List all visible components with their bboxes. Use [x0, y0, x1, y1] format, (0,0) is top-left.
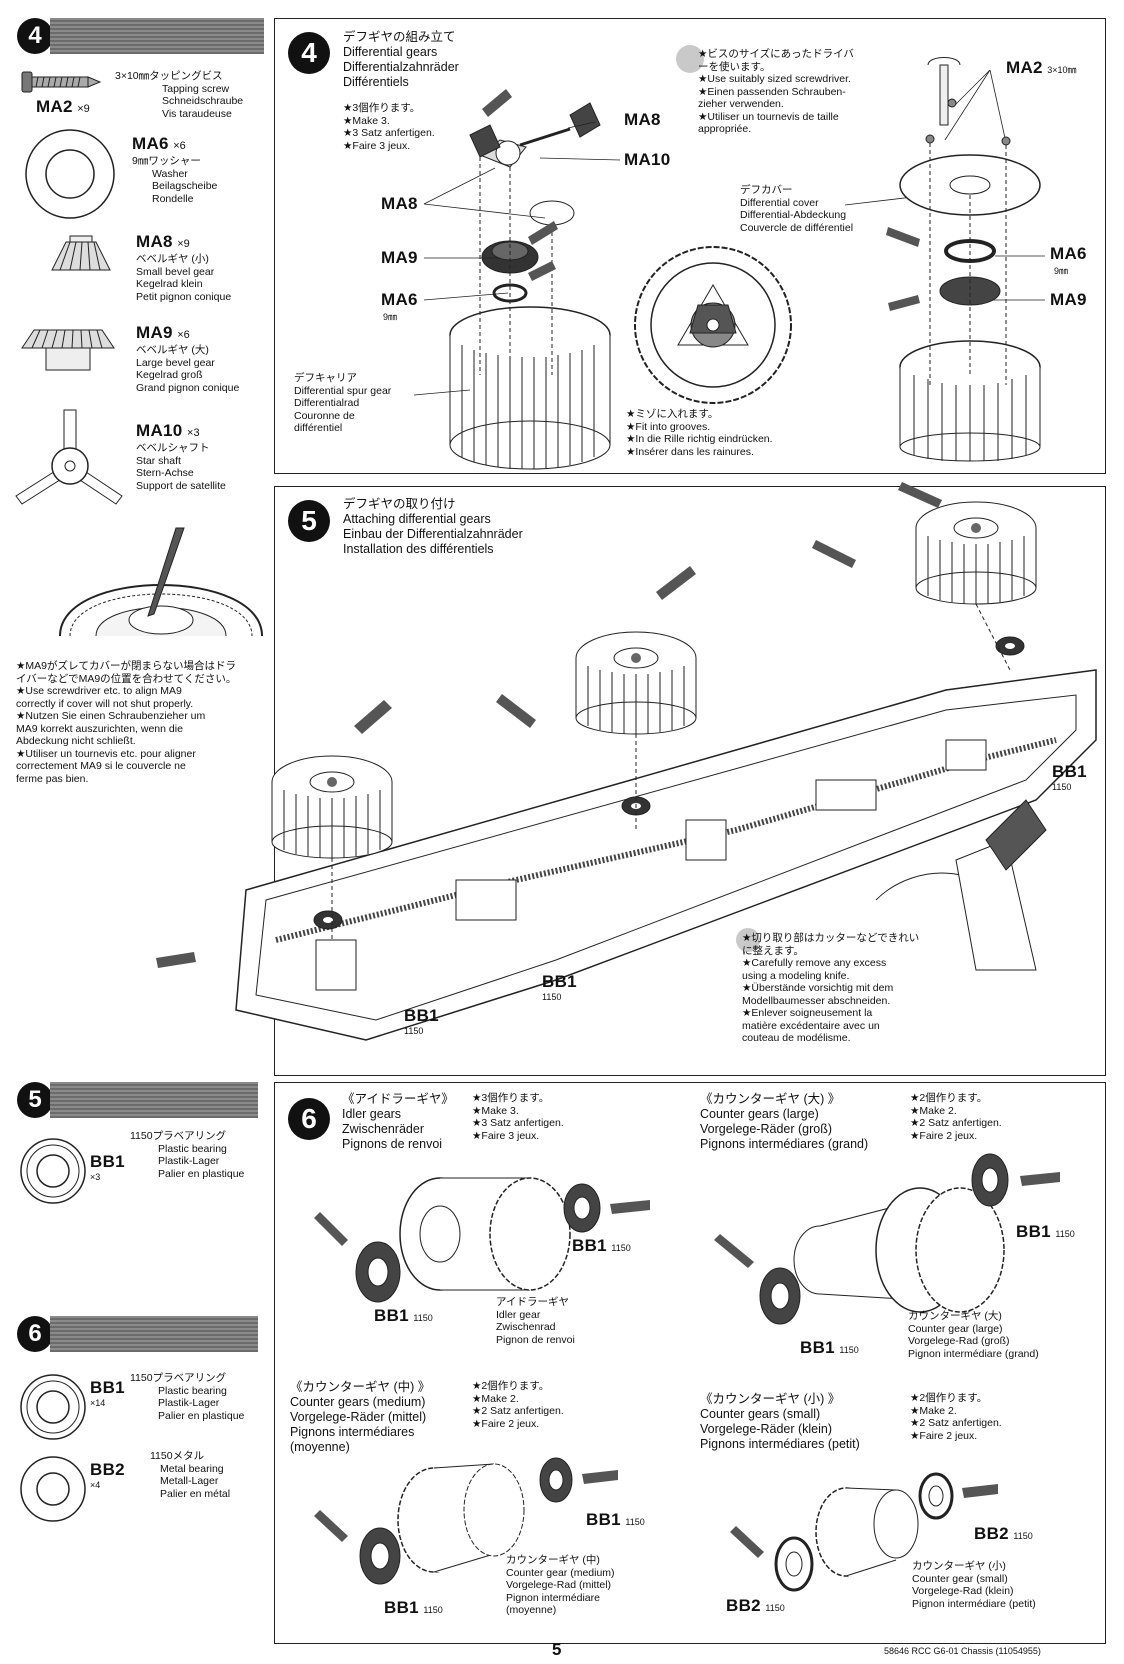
sidebar-step4-bar	[50, 18, 264, 54]
label-ma9-right: MA9	[1050, 290, 1087, 309]
sidebar-ma9-note: ★MA9がズレてカバーが閉まらない場合はドライバーなどでMA9の位置を合わせてく…	[16, 660, 237, 785]
ma8-code: MA8 ×9	[136, 232, 190, 251]
bb2-code-step6: BB2×4	[90, 1460, 125, 1490]
label-ma8-top: MA8	[624, 110, 661, 129]
step4-badge: 4	[288, 32, 330, 74]
label-ma6-right: MA6	[1050, 244, 1087, 263]
highlight-dot	[676, 45, 704, 73]
counter-medium-bb-right: BB1 1150	[586, 1510, 645, 1529]
step4-make: ★3個作ります。★Make 3. ★3 Satz anfertigen.★Fai…	[343, 102, 435, 152]
counter-large-part-label: カウンターギヤ (大)Counter gear (large) Vorgeleg…	[908, 1310, 1039, 1360]
label-ma6-right-size: 9㎜	[1054, 266, 1069, 276]
label-ma8-left: MA8	[381, 194, 418, 213]
page-number: 5	[552, 1640, 562, 1659]
counter-medium-title: 《カウンターギヤ (中) 》Counter gears (medium) Vor…	[290, 1380, 431, 1454]
counter-small-bb-left: BB2 1150	[726, 1596, 785, 1615]
screwdriver-align-illustration	[59, 527, 263, 637]
counter-large-make: ★2個作ります。★Make 2. ★2 Satz anfertigen.★Fai…	[910, 1092, 1002, 1142]
bb1-desc-step6: 1150プラベアリング Plastic bearing Plastik-Lage…	[130, 1372, 245, 1422]
grooves-note: ★ミゾに入れます。★Fit into grooves. ★In die Rill…	[626, 408, 773, 458]
label-ma6-size: 9㎜	[383, 312, 398, 322]
ma8-desc: ベベルギヤ (小)Small bevel gear Kegelrad klein…	[136, 253, 232, 303]
plastic-bearing-icon	[20, 1138, 86, 1204]
ma10-code: MA10 ×3	[136, 421, 200, 440]
screw-icon	[21, 71, 102, 93]
washer-icon	[25, 129, 115, 219]
counter-small-part-label: カウンターギヤ (小)Counter gear (small) Vorgeleg…	[912, 1560, 1036, 1610]
step6-badge: 6	[288, 1098, 330, 1140]
ma6-desc: 9㎜ワッシャー Washer Beilagscheibe Rondelle	[132, 155, 218, 205]
counter-small-drawing	[730, 1472, 998, 1592]
counter-large-drawing	[714, 1153, 1060, 1325]
sidebar-step6-badge: 6	[17, 1316, 53, 1352]
step4-diff-assembly-drawing	[449, 89, 611, 470]
knife-note: ★切り取り部はカッターなどできれいに整えます。 ★Carefully remov…	[742, 932, 920, 1044]
chassis-install-drawing	[156, 482, 1097, 1041]
counter-medium-make: ★2個作ります。★Make 2. ★2 Satz anfertigen.★Fai…	[472, 1380, 564, 1430]
bb1-desc-step5: 1150プラベアリング Plastic bearing Plastik-Lage…	[130, 1130, 245, 1180]
highlight-dot-knife	[736, 928, 760, 952]
counter-large-bb-right: BB1 1150	[1016, 1222, 1075, 1241]
idler-gear-drawing	[314, 1177, 650, 1303]
bb1-code-step5: BB1×3	[90, 1152, 125, 1182]
ma2-desc: 3×10㎜タッピングビス Tapping screw Schneidschrau…	[115, 70, 244, 120]
product-code: 58646 RCC G6-01 Chassis (11054955)	[884, 1646, 1041, 1656]
step4-cover-assembly-drawing	[886, 57, 1041, 462]
label-ma10: MA10	[624, 150, 671, 169]
step5-badge: 5	[288, 500, 330, 542]
idler-make: ★3個作ります。★Make 3. ★3 Satz anfertigen.★Fai…	[472, 1092, 564, 1142]
sidebar-step4-badge: 4	[17, 18, 53, 54]
counter-large-bb-left: BB1 1150	[800, 1338, 859, 1357]
plastic-bearing-icon-2	[20, 1374, 86, 1440]
sidebar-step5-bar	[50, 1082, 258, 1118]
counter-large-title: 《カウンターギヤ (大) 》Counter gears (large) Vorg…	[700, 1092, 869, 1151]
counter-small-title: 《カウンターギヤ (小) 》Counter gears (small) Vorg…	[700, 1392, 860, 1451]
ma2-code: MA2 ×9	[36, 97, 90, 116]
sidebar-step6-bar	[50, 1316, 258, 1352]
small-bevel-gear-icon	[51, 235, 111, 271]
label-ma6: MA6	[381, 290, 418, 309]
label-ma9: MA9	[381, 248, 418, 267]
idler-bb-right: BB1 1150	[572, 1236, 631, 1255]
label-ma2: MA2 3×10㎜	[1006, 58, 1077, 77]
star-shaft-icon	[15, 409, 123, 505]
counter-small-bb-right: BB2 1150	[974, 1524, 1033, 1543]
idler-bb-left: BB1 1150	[374, 1306, 433, 1325]
counter-small-make: ★2個作ります。★Make 2. ★2 Satz anfertigen.★Fai…	[910, 1392, 1002, 1442]
ma9-code: MA9 ×6	[136, 323, 190, 342]
ma6-code: MA6 ×6	[132, 134, 186, 153]
metal-bearing-icon	[20, 1456, 86, 1522]
bb1-code-step6: BB1×14	[90, 1378, 125, 1408]
counter-medium-drawing	[314, 1457, 618, 1585]
sidebar-step5-badge: 5	[17, 1082, 53, 1118]
diff-top-view-drawing	[634, 246, 792, 404]
counter-medium-part-label: カウンターギヤ (中)Counter gear (medium) Vorgele…	[506, 1554, 615, 1616]
counter-medium-bb-left: BB1 1150	[384, 1598, 443, 1617]
large-bevel-gear-icon	[21, 329, 115, 371]
bb2-desc-step6: 1150メタル Metal bearing Metall-Lager Palie…	[150, 1450, 231, 1500]
screwdriver-note: ★ビスのサイズにあったドライバーを使います。 ★Use suitably siz…	[698, 48, 854, 135]
